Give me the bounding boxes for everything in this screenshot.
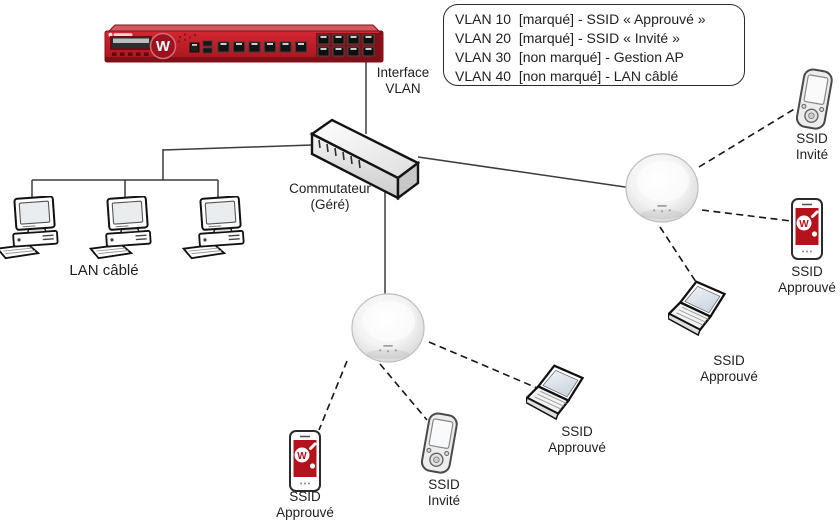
- wlink-ap-bottom-laptop: [428, 341, 545, 392]
- laptop-right-icon: [668, 280, 726, 337]
- vlan-legend-line: VLAN 40 [non marqué] - LAN câblé: [455, 68, 679, 84]
- wlink-ap-right-laptop: [659, 226, 699, 286]
- ssid-line1: SSID: [713, 353, 745, 368]
- smartphone-bottom-icon: [288, 430, 322, 492]
- vlan-legend-box: VLAN 10 [marqué] - SSID « Approuvé » VLA…: [443, 4, 745, 86]
- pda-bottom-icon: [419, 412, 460, 476]
- link-switch-ap-right: [417, 156, 633, 189]
- wlink-ap-right-pda: [698, 107, 797, 168]
- lan-cable-label: LAN câblé: [69, 262, 139, 279]
- ssid-line1: SSID: [428, 477, 460, 492]
- smartphone-right-icon: [790, 198, 824, 260]
- switch-label: Commutateur (Géré): [289, 181, 371, 213]
- firewall-logo-letter: W: [156, 38, 171, 55]
- laptop-bottom-icon: [526, 364, 584, 421]
- pda-right-icon: [794, 68, 835, 132]
- ssid-line1: SSID: [289, 489, 321, 504]
- ssid-line1: SSID: [561, 424, 593, 439]
- wlink-ap-right-phone: [701, 209, 792, 222]
- ssid-label-right-phone: SSID Approuvé: [778, 264, 836, 296]
- ssid-label-right-laptop: SSID Approuvé: [700, 353, 758, 385]
- ssid-line1: SSID: [791, 264, 823, 279]
- firewall-brand-mark: [108, 32, 133, 37]
- switch-label-line2: (Géré): [310, 197, 350, 212]
- interface-vlan-line1: Interface: [376, 65, 430, 80]
- firewall-mgmt-ports: [189, 40, 213, 54]
- ssid-line2: Invité: [795, 147, 829, 162]
- firewall-top-face: [107, 24, 381, 32]
- managed-switch: [309, 118, 421, 201]
- desktop-pc-2: [86, 196, 153, 260]
- firewall-ethernet-ports: [217, 41, 307, 53]
- ssid-line2: Invité: [427, 493, 461, 508]
- link-switch-lanbus: [162, 144, 313, 151]
- firewall-bottom-edge: [105, 57, 383, 62]
- ssid-line2: Approuvé: [778, 280, 836, 295]
- wireless-links: [318, 107, 797, 431]
- vlan-legend-line: VLAN 10 [marqué] - SSID « Approuvé »: [455, 11, 706, 27]
- firewall-logo: W: [149, 32, 177, 60]
- firewall-lcd: [110, 36, 152, 50]
- vlan-legend-line: VLAN 30 [non marqué] - Gestion AP: [455, 49, 684, 65]
- access-point-bottom: [351, 293, 425, 363]
- vlan-legend-line: VLAN 20 [marqué] - SSID « Invité »: [455, 30, 680, 46]
- firewall-buttons: [112, 52, 149, 56]
- switch-vents: [318, 139, 361, 169]
- ssid-line2: Approuvé: [700, 369, 758, 384]
- switch-label-line1: Commutateur: [289, 181, 371, 196]
- ssid-label-bottom-phone: SSID Approuvé: [276, 489, 334, 521]
- wlink-ap-bottom-pda: [379, 363, 428, 421]
- interface-vlan-label: Interface VLAN: [377, 65, 430, 97]
- desktop-pc-3: [179, 196, 246, 260]
- ssid-line2: Approuvé: [548, 440, 606, 455]
- ssid-label-right-pda: SSID Invité: [796, 131, 828, 163]
- access-point-right: [625, 153, 699, 223]
- wlink-ap-bottom-phone: [318, 360, 348, 431]
- ssid-line2: Approuvé: [276, 505, 334, 520]
- ssid-label-bottom-laptop: SSID Approuvé: [548, 424, 606, 456]
- firewall-right-edge: [379, 31, 383, 62]
- interface-vlan-line2: VLAN: [385, 81, 421, 96]
- firewall-port-block: [316, 33, 380, 59]
- firewall-vent-dots: [177, 33, 197, 43]
- wired-links: [31, 62, 633, 295]
- desktop-pc-1: [0, 196, 60, 260]
- ssid-label-bottom-pda: SSID Invité: [428, 477, 460, 509]
- switch-end-face: [396, 160, 420, 201]
- ssid-line1: SSID: [796, 131, 828, 146]
- firewall-appliance: W: [104, 24, 384, 63]
